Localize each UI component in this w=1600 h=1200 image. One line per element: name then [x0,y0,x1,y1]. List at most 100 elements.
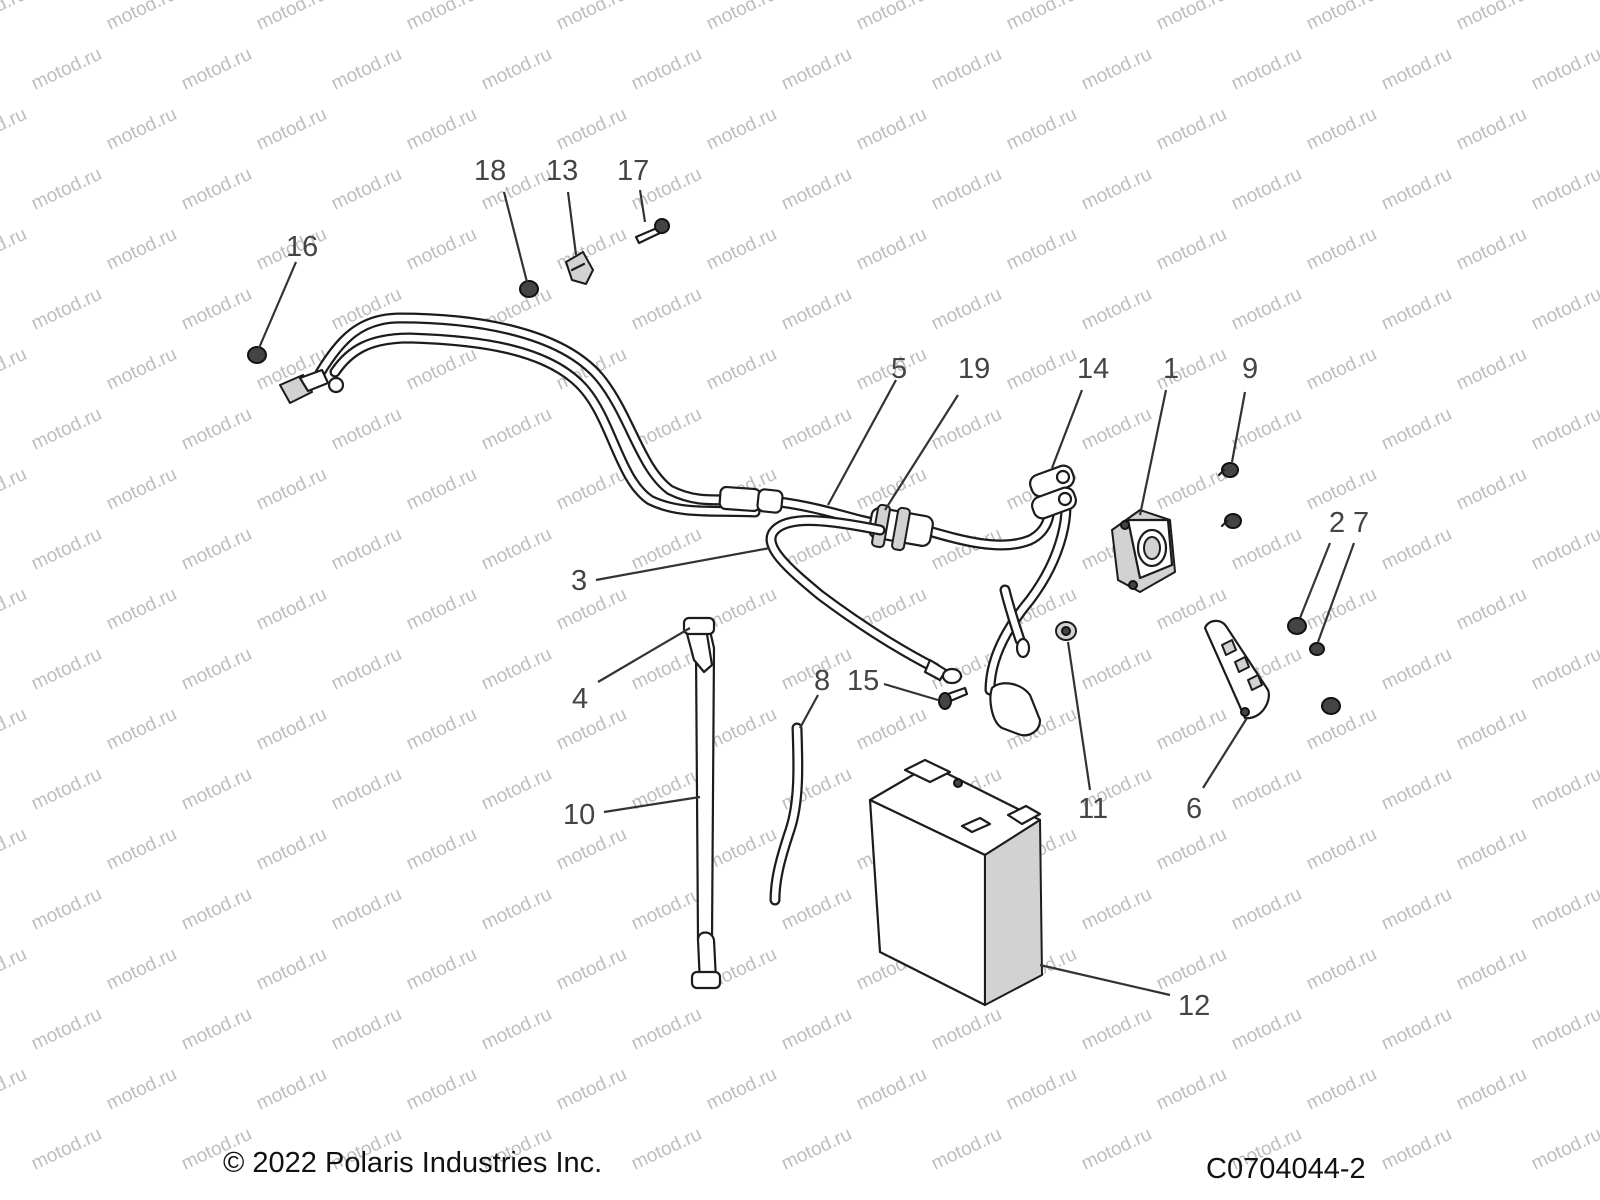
watermark-text: motod.ru [403,224,480,275]
watermark-text: motod.ru [1228,44,1305,95]
part-13-clip [565,251,594,285]
watermark-text: motod.ru [628,284,705,335]
watermark-text: motod.ru [253,824,330,875]
watermark-text: motod.ru [28,644,105,695]
watermark-text: motod.ru [1303,1064,1380,1115]
watermark-text: motod.ru [928,1004,1005,1055]
part-11-nut [1055,621,1077,641]
watermark-text: motod.ru [1078,44,1155,95]
watermark-text: motod.ru [1003,344,1080,395]
part-7-washer [1309,642,1325,656]
watermark-text: motod.ru [1453,1064,1530,1115]
watermark-text: motod.ru [553,104,630,155]
part-10-strap [682,616,722,990]
watermark-text: motod.ru [0,704,30,755]
callout-15: 15 [847,665,879,697]
watermark-text: motod.ru [553,824,630,875]
watermark-text: motod.ru [1528,884,1600,935]
watermark-text: motod.ru [1528,404,1600,455]
watermark-text: motod.ru [1078,1004,1155,1055]
watermark-text: motod.ru [328,404,405,455]
watermark-text: motod.ru [1228,1004,1305,1055]
watermark-text: motod.ru [1378,284,1455,335]
part-14-cable [919,464,1078,737]
watermark-text: motod.ru [928,404,1005,455]
watermark-text: motod.ru [1528,44,1600,95]
watermark-text: motod.ru [253,1064,330,1115]
watermark-text: motod.ru [178,764,255,815]
watermark-text: motod.ru [103,104,180,155]
watermark-text: motod.ru [1303,0,1380,35]
callout-16: 16 [286,231,318,263]
watermark-text: motod.ru [178,884,255,935]
watermark-text: motod.ru [1378,164,1455,215]
watermark-text: motod.ru [928,44,1005,95]
watermark-text: motod.ru [28,764,105,815]
part-18-nut [519,280,539,298]
watermark-text: motod.ru [103,344,180,395]
part-1-bracket [1111,509,1176,593]
watermark-text: motod.ru [1378,764,1455,815]
watermark-text: motod.ru [553,584,630,635]
watermark-text: motod.ru [178,1004,255,1055]
watermark-text: motod.ru [253,704,330,755]
watermark-text: motod.ru [1078,404,1155,455]
watermark-text: motod.ru [1528,644,1600,695]
watermark-text: motod.ru [478,884,555,935]
watermark-text: motod.ru [628,884,705,935]
watermark-text: motod.ru [553,944,630,995]
part-17-bolt [634,218,670,245]
watermark-text: motod.ru [1153,1064,1230,1115]
watermark-text: motod.ru [103,0,180,35]
watermark-text: motod.ru [1528,164,1600,215]
part-nut-lower [1321,697,1341,715]
watermark-text: motod.ru [1078,1124,1155,1175]
watermark-text: motod.ru [1378,404,1455,455]
callout-12: 12 [1178,990,1210,1022]
watermark-text: motod.ru [553,704,630,755]
watermark-text: motod.ru [403,344,480,395]
watermark-text: motod.ru [628,44,705,95]
watermark-text: motod.ru [703,104,780,155]
callout-labels: 16 18 13 17 5 19 14 1 9 2 7 3 4 8 15 11 … [286,155,1369,1022]
part-2-nut [1287,617,1307,635]
watermark-text: motod.ru [1528,284,1600,335]
watermark-text: motod.ru [1228,524,1305,575]
watermark-layer: motod.ru motod.ru motod.ru motod.ru motod.ru… [0,0,1600,1175]
watermark-text: motod.ru [0,464,30,515]
watermark-text: motod.ru [778,284,855,335]
watermark-text: motod.ru [778,44,855,95]
figure-id: C0704044-2 [1206,1153,1366,1185]
callout-10: 10 [563,799,595,831]
watermark-text: motod.ru [1528,524,1600,575]
watermark-text: motod.ru [1453,0,1530,35]
watermark-text: motod.ru [403,1064,480,1115]
watermark-text: motod.ru [1078,164,1155,215]
watermark-text: motod.ru [1453,224,1530,275]
watermark-text: motod.ru [1453,704,1530,755]
watermark-text: motod.ru [28,1004,105,1055]
leader-lines [257,189,1356,997]
watermark-text: motod.ru [103,464,180,515]
watermark-text: motod.ru [1303,584,1380,635]
watermark-text: motod.ru [1228,164,1305,215]
watermark-text: motod.ru [1303,344,1380,395]
watermark-text: motod.ru [778,884,855,935]
watermark-text: motod.ru [778,1124,855,1175]
watermark-text: motod.ru [0,344,30,395]
watermark-text: motod.ru [628,1004,705,1055]
watermark-text: motod.ru [403,584,480,635]
watermark-text: motod.ru [1228,764,1305,815]
part-19-loom-clamp [868,503,934,552]
watermark-text: motod.ru [1003,1064,1080,1115]
watermark-text: motod.ru [1003,0,1080,35]
watermark-text: motod.ru [1228,284,1305,335]
watermark-text: motod.ru [703,344,780,395]
watermark-text: motod.ru [28,404,105,455]
part-6-terminal-bar [1203,619,1270,720]
callout-7: 7 [1353,507,1369,539]
watermark-text: motod.ru [478,644,555,695]
watermark-text: motod.ru [28,1124,105,1175]
watermark-text: motod.ru [1453,584,1530,635]
watermark-text: motod.ru [103,944,180,995]
